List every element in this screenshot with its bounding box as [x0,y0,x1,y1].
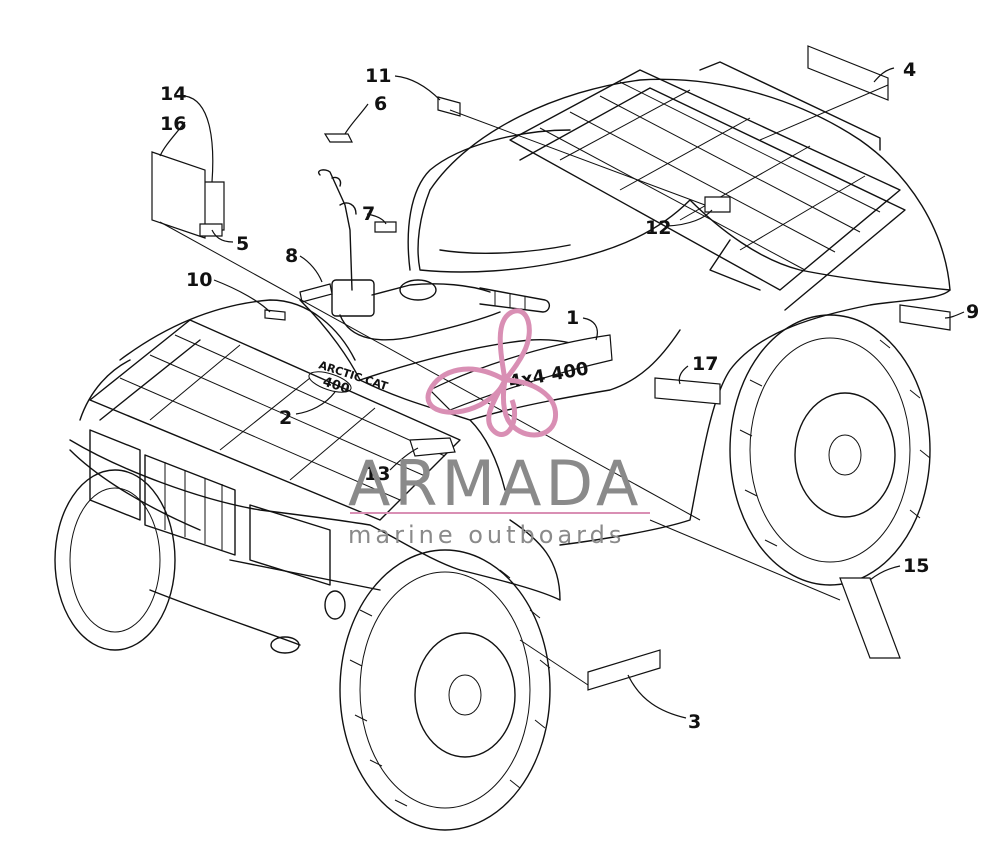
callout-15: 15 [903,555,929,577]
callout-13: 13 [364,463,390,485]
callout-17: 17 [692,353,718,375]
callout-6: 6 [374,93,387,115]
decal-12-shape [704,196,731,213]
decal-10-shape [264,309,286,321]
handlebar-assembly [318,169,550,341]
callout-7: 7 [362,203,375,225]
callout-8: 8 [285,245,298,267]
watermark-title: ARMADA [348,447,642,520]
callout-4: 4 [903,59,916,81]
front-left-wheel [54,469,176,651]
callout-14: 14 [160,83,186,105]
decal-17-shape [654,377,721,405]
rear-rack [509,61,906,311]
callout-1: 1 [566,307,579,329]
callout-leaders [159,67,965,719]
decal-15-shape [839,577,901,659]
decal-5-shape [199,223,223,237]
decal-16-shape [151,151,206,239]
decal-11-shape [437,96,461,117]
atv-body-drawing: ARCTIC CAT 400 4x4 400 [54,61,951,831]
watermark-logo-icon [425,308,558,438]
guide-lines [159,84,889,686]
front-rack [89,319,461,521]
decal-9-shape [899,304,951,331]
rear-right-wheel [729,314,931,586]
callout-labels: 1 2 3 4 5 6 7 8 9 10 11 12 13 14 15 16 1… [160,59,979,733]
decal-3-shape [587,649,661,691]
watermark: ARMADA marine outboards [348,308,650,549]
callout-10: 10 [186,269,212,291]
callout-11: 11 [365,65,391,87]
callout-3: 3 [688,711,701,733]
decal-4-shape [807,45,889,101]
decal-8-shape [299,283,333,303]
callout-16: 16 [160,113,186,135]
watermark-subtitle: marine outboards [348,521,625,549]
front-grille [69,429,346,654]
callout-5: 5 [236,233,249,255]
decal-7-shape [374,221,397,233]
callout-12: 12 [645,217,671,239]
front-right-wheel [339,549,551,831]
callout-2: 2 [279,407,292,429]
decal-6-shape [323,133,353,143]
callout-9: 9 [966,301,979,323]
